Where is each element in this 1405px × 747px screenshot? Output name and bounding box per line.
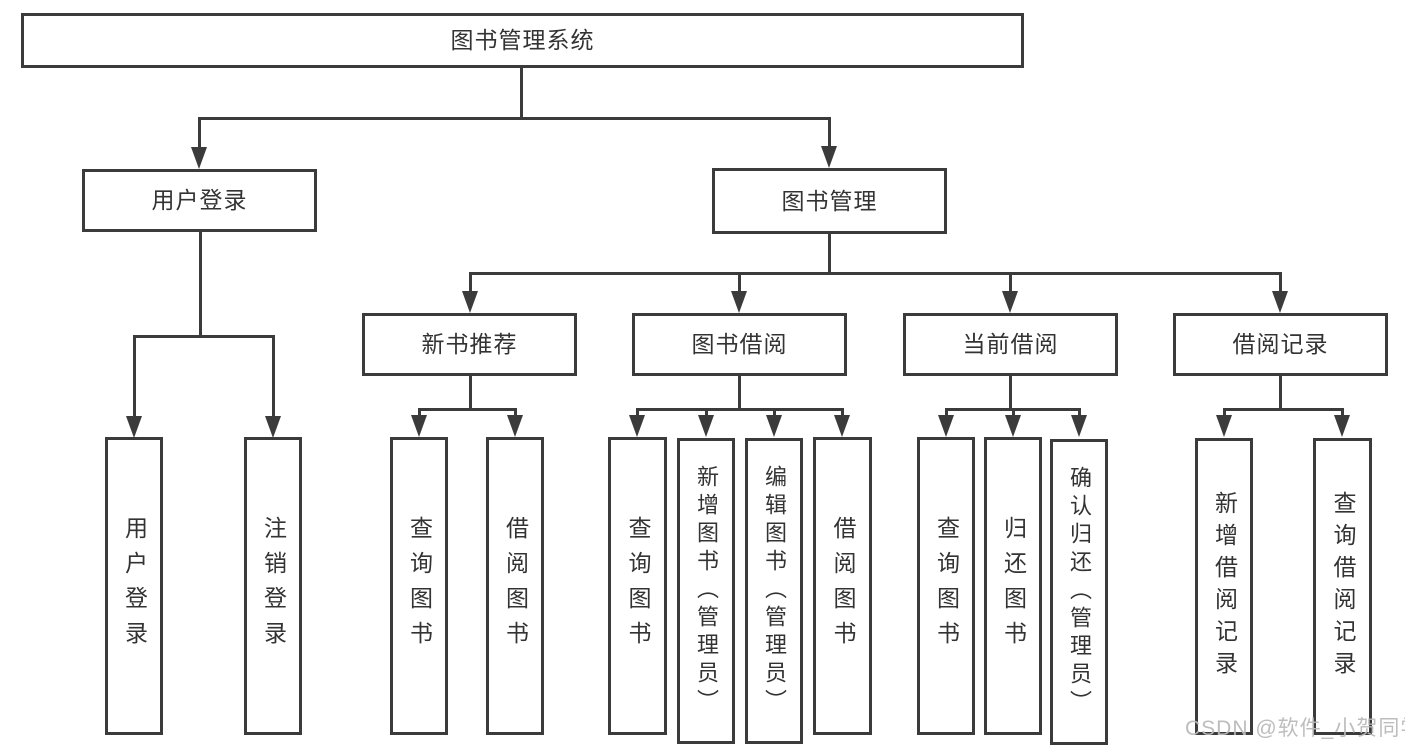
leaf-return-books: 归还图书 — [984, 437, 1042, 735]
node-new-book-recommend: 新书推荐 — [362, 313, 577, 376]
connector-line — [418, 408, 421, 417]
node-book-management: 图书管理 — [712, 168, 947, 234]
arrow-down-icon — [731, 291, 747, 313]
connector-line — [738, 376, 741, 410]
node-label: 查询图书 — [406, 516, 433, 656]
connector-line — [133, 335, 275, 338]
connector-line — [841, 408, 844, 417]
leaf-logout: 注销登录 — [244, 437, 302, 735]
leaf-query-books-current: 查询图书 — [917, 437, 975, 735]
arrow-down-icon — [191, 147, 207, 169]
node-label: 查询图书 — [933, 516, 960, 656]
arrow-down-icon — [766, 415, 782, 437]
arrow-down-icon — [1334, 415, 1350, 437]
connector-line — [133, 335, 136, 418]
arrow-down-icon — [938, 415, 954, 437]
arrow-down-icon — [1005, 415, 1021, 437]
node-label: 编辑图书（管理员） — [762, 465, 787, 717]
node-label: 用户登录 — [151, 187, 248, 213]
connector-line — [198, 117, 831, 120]
connector-line — [1223, 408, 1344, 411]
connector-line — [945, 408, 948, 417]
connector-line — [1279, 272, 1282, 293]
arrow-down-icon — [834, 415, 850, 437]
arrow-down-icon — [507, 415, 523, 437]
node-label: 查询图书 — [625, 516, 651, 656]
arrow-down-icon — [1002, 291, 1018, 313]
node-label: 新增借阅记录 — [1211, 490, 1238, 683]
connector-line — [520, 68, 523, 117]
connector-line — [828, 117, 831, 149]
connector-line — [636, 408, 639, 417]
leaf-query-books-recommend: 查询图书 — [390, 437, 448, 735]
leaf-borrow-books-borrowing: 借阅图书 — [813, 437, 872, 735]
node-label: 图书管理 — [781, 187, 878, 214]
arrow-down-icon — [821, 146, 837, 168]
arrow-down-icon — [629, 415, 645, 437]
arrow-down-icon — [1071, 415, 1087, 437]
connector-line — [1341, 408, 1344, 417]
node-label: 借阅图书 — [830, 516, 856, 656]
node-label: 用户登录 — [121, 516, 148, 656]
connector-line — [738, 272, 741, 293]
connector-line — [469, 272, 472, 293]
node-label: 注销登录 — [260, 516, 287, 656]
leaf-user-login: 用户登录 — [105, 437, 163, 735]
arrow-down-icon — [265, 416, 281, 438]
connector-line — [199, 232, 202, 335]
node-book-borrowing: 图书借阅 — [632, 313, 847, 376]
connector-line — [1009, 272, 1012, 293]
arrow-down-icon — [462, 291, 478, 313]
node-current-borrowing: 当前借阅 — [903, 313, 1118, 376]
connector-line — [773, 408, 776, 417]
node-label: 归还图书 — [1000, 516, 1027, 656]
node-label: 新增图书（管理员） — [694, 465, 719, 717]
node-user-login: 用户登录 — [82, 169, 317, 232]
node-label: 借阅记录 — [1232, 331, 1329, 357]
connector-line — [705, 408, 708, 417]
leaf-query-borrow-record: 查询借阅记录 — [1313, 438, 1372, 735]
connector-line — [469, 272, 1282, 275]
connector-line — [198, 117, 201, 151]
leaf-borrow-books-recommend: 借阅图书 — [486, 437, 544, 735]
arrow-down-icon — [698, 415, 714, 437]
arrow-down-icon — [1272, 291, 1288, 313]
connector-line — [418, 408, 517, 411]
arrow-down-icon — [1216, 415, 1232, 437]
node-label: 借阅图书 — [502, 516, 529, 656]
connector-line — [514, 408, 517, 417]
node-borrowing-records: 借阅记录 — [1173, 313, 1388, 376]
leaf-confirm-return-admin: 确认归还（管理员） — [1050, 439, 1108, 745]
leaf-query-books-borrowing: 查询图书 — [608, 437, 667, 735]
node-label: 图书借阅 — [691, 331, 788, 357]
connector-line — [469, 376, 472, 410]
connector-line — [636, 408, 844, 411]
connector-line — [828, 234, 831, 274]
arrow-down-icon — [126, 416, 142, 438]
node-book-management-system: 图书管理系统 — [21, 13, 1024, 68]
arrow-down-icon — [411, 415, 427, 437]
node-label: 确认归还（管理员） — [1067, 466, 1092, 718]
node-label: 新书推荐 — [421, 331, 518, 357]
connector-line — [1223, 408, 1226, 417]
leaf-edit-book-admin: 编辑图书（管理员） — [745, 438, 803, 744]
leaf-add-borrow-record: 新增借阅记录 — [1195, 438, 1253, 735]
node-label: 当前借阅 — [962, 331, 1059, 357]
connector-line — [272, 335, 275, 418]
connector-line — [1009, 376, 1012, 410]
connector-line — [1279, 376, 1282, 410]
leaf-add-book-admin: 新增图书（管理员） — [677, 438, 735, 744]
connector-line — [1012, 408, 1015, 417]
node-label: 查询借阅记录 — [1330, 490, 1356, 683]
csdn-watermark: CSDN @软件_小贺同学 — [1185, 717, 1405, 740]
node-label: 图书管理系统 — [450, 27, 595, 53]
connector-line — [1078, 408, 1081, 417]
